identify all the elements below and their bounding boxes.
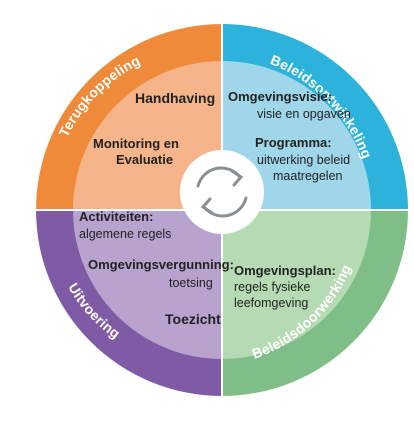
omgevingsplan-title: Omgevingsplan: <box>234 263 336 278</box>
omgevingsplan-line2: leefomgeving <box>234 296 308 310</box>
omgevingsvergunning-title: Omgevingsvergunning: <box>88 257 234 272</box>
refresh-cycle-icon <box>196 166 248 218</box>
activiteiten-text: algemene regels <box>79 227 171 241</box>
programma-line2: maatregelen <box>273 169 343 183</box>
quadrant-bottom-left <box>73 210 222 359</box>
handhaving-label: Handhaving <box>135 90 215 106</box>
programma-title: Programma: <box>255 135 332 150</box>
omgevingsvisie-title: Omgevingsvisie: <box>228 89 332 104</box>
center-circle <box>180 150 264 234</box>
omgevingsvergunning-text: toetsing <box>169 276 213 290</box>
omgevingsvisie-text: visie en opgaven <box>257 107 351 121</box>
activiteiten-title: Activiteiten: <box>79 209 153 224</box>
monitoring-label-line2: Evaluatie <box>116 152 173 167</box>
monitoring-label-line1: Monitoring en <box>93 136 179 151</box>
quadrant-bottom-right <box>222 210 371 359</box>
omgevingsplan-line1: regels fysieke <box>234 280 310 294</box>
toezicht-label: Toezicht <box>165 311 221 327</box>
programma-line1: uitwerking beleid <box>257 153 350 167</box>
